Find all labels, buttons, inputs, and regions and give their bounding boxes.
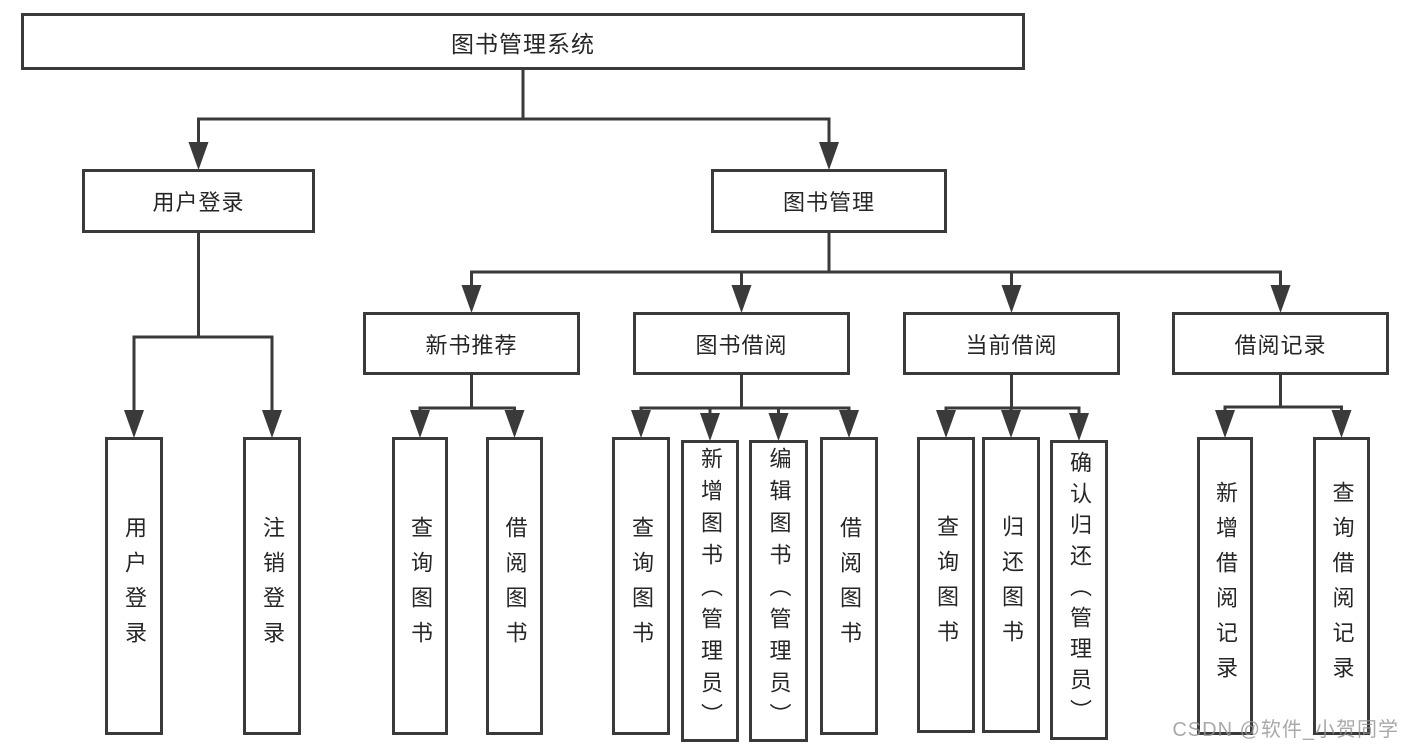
arrowhead-to-user-login [188, 142, 209, 170]
node-user-login: 用户登录 [82, 169, 315, 233]
connector-new-book-rec [410, 372, 525, 438]
node-book-mgmt: 图书管理 [711, 169, 947, 233]
arrowhead-to-book-borrow [731, 285, 752, 313]
node-book-borrow: 图书借阅 [633, 312, 850, 375]
node-new-book-rec: 新书推荐 [363, 312, 580, 375]
node-login-action: 用户登录 [105, 437, 163, 735]
arrowhead-to-bb-add-book [700, 413, 720, 441]
arrowhead-to-book-mgmt [819, 142, 839, 170]
connector-user-login [124, 230, 282, 438]
node-logout-action: 注销登录 [243, 437, 301, 735]
connector-root [188, 67, 839, 170]
node-bb-borrow-book: 借阅图书 [820, 437, 878, 735]
connector-path-new-book-rec [418, 372, 516, 421]
node-br-add-record: 新增借阅记录 [1197, 437, 1253, 735]
arrowhead-to-cb-return-book [1001, 410, 1021, 438]
connector-path-root [197, 67, 831, 153]
connector-book-mgmt [461, 230, 1291, 313]
node-bb-add-book: 新增图书（管理员） [681, 440, 739, 742]
arrowhead-to-cb-confirm-ret [1069, 413, 1089, 441]
node-cb-return-book: 归还图书 [982, 437, 1040, 733]
arrowhead-to-login-action [124, 410, 144, 438]
node-root: 图书管理系统 [21, 13, 1025, 70]
arrowhead-to-nbr-query-book [410, 410, 430, 438]
node-nbr-borrow-book: 借阅图书 [486, 437, 543, 735]
node-nbr-query-book: 查询图书 [392, 437, 448, 735]
node-br-query-record: 查询借阅记录 [1313, 437, 1370, 735]
connector-path-borrow-records [1223, 372, 1343, 421]
node-cb-confirm-ret: 确认归还（管理员） [1050, 440, 1108, 740]
arrowhead-to-bb-edit-book [768, 413, 789, 441]
node-borrow-records: 借阅记录 [1172, 312, 1389, 375]
arrowhead-to-borrow-records [1270, 285, 1291, 313]
connector-current-borrow [936, 372, 1089, 441]
arrowhead-to-logout-action [262, 410, 282, 438]
connector-borrow-records [1215, 372, 1352, 438]
arrowhead-to-bb-borrow-book [839, 410, 859, 438]
connector-path-book-borrow [639, 372, 851, 424]
arrowhead-to-cb-query-book [936, 410, 956, 438]
csdn-watermark: CSDN @软件_小贺同学 [1172, 719, 1399, 741]
connector-book-borrow [631, 372, 859, 441]
arrowhead-to-nbr-borrow-book [504, 410, 525, 438]
node-bb-edit-book: 编辑图书（管理员） [749, 440, 808, 742]
connector-path-book-mgmt [470, 230, 1282, 296]
arrowhead-to-new-book-rec [461, 285, 482, 313]
arrowhead-to-br-query-record [1331, 410, 1352, 438]
node-cb-query-book: 查询图书 [917, 437, 975, 733]
node-current-borrow: 当前借阅 [903, 312, 1120, 375]
arrowhead-to-br-add-record [1215, 410, 1235, 438]
arrowhead-to-bb-query-book [631, 410, 651, 438]
connector-path-user-login [132, 230, 274, 421]
arrowhead-to-current-borrow [1001, 285, 1022, 313]
node-bb-query-book: 查询图书 [612, 437, 670, 735]
